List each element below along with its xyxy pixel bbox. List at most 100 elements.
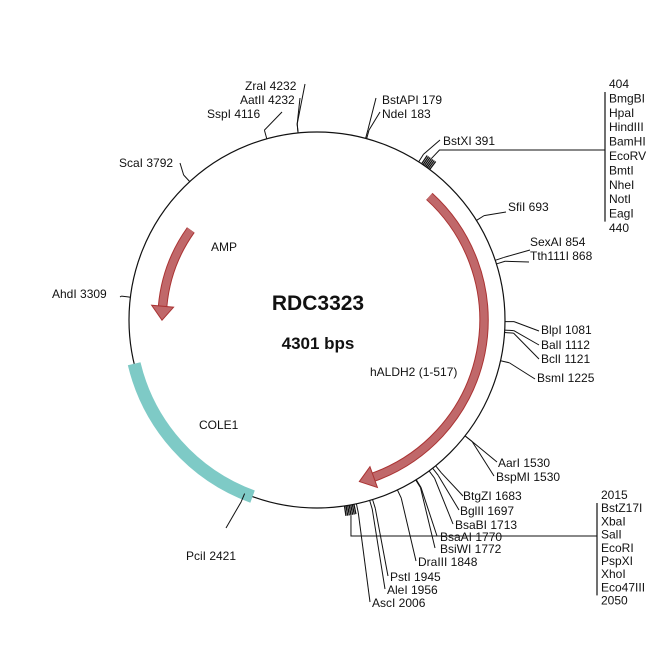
site-leader <box>509 362 536 380</box>
site-leader <box>423 139 441 155</box>
feature-arrow-outline <box>372 192 489 482</box>
cluster-tick <box>422 156 430 166</box>
cluster-enzyme-label: NotI <box>609 192 631 206</box>
site-label: ZraI 4232 <box>245 79 297 93</box>
cluster-enzyme-label: BmtI <box>609 163 634 177</box>
site-label: BsaAI 1770 <box>440 530 502 544</box>
features-layer <box>150 192 489 489</box>
cluster-tick <box>347 505 350 516</box>
cluster-enzyme-label: HpaI <box>609 106 634 120</box>
site-leader <box>119 295 122 298</box>
site-leader <box>513 321 540 332</box>
cluster-tick <box>343 505 347 516</box>
site-leader <box>471 441 498 463</box>
arrowhead-icon <box>150 304 175 321</box>
site-tick <box>372 499 376 509</box>
site-label: SfiI 693 <box>508 200 549 214</box>
site-tick <box>296 123 299 134</box>
cluster-tick <box>426 159 434 168</box>
site-label: BspMI 1530 <box>496 470 560 484</box>
site-label: BstXI 391 <box>443 134 495 148</box>
site-leader <box>357 512 371 603</box>
cluster-enzyme-label: Eco47III <box>601 580 645 594</box>
cluster-tick <box>345 505 349 516</box>
site-label: BstAPI 179 <box>382 93 442 107</box>
site-leader <box>420 487 438 537</box>
cluster-leader <box>350 515 597 537</box>
site-leader <box>483 211 507 217</box>
site-label: PciI 2421 <box>186 549 236 563</box>
cluster-enzyme-label: BmgBI <box>609 91 645 105</box>
cluster-tick <box>427 160 435 169</box>
site-label: SspI 4116 <box>207 107 260 121</box>
site-leader <box>371 509 386 590</box>
cluster-enzyme-label: NheI <box>609 178 634 192</box>
site-leader <box>419 487 436 549</box>
cluster-enzyme-label: XbaI <box>601 514 626 528</box>
cluster-tick <box>353 504 357 515</box>
site-tick <box>366 129 370 139</box>
feature-label-amp: AMP <box>211 240 237 254</box>
site-tick <box>476 215 485 221</box>
site-leader <box>471 441 495 477</box>
site-label: ScaI 3792 <box>119 156 173 170</box>
cluster-end-label: 440 <box>609 221 629 235</box>
site-label: AhdI 3309 <box>52 287 107 301</box>
site-tick <box>418 154 424 163</box>
site-tick <box>365 129 369 139</box>
site-tick <box>495 256 504 261</box>
cluster-tick <box>423 157 431 167</box>
cluster-tick <box>348 505 352 516</box>
cluster-end-label: 2050 <box>601 594 628 608</box>
cluster-start-label: 404 <box>609 77 629 91</box>
cluster-enzyme-label: EcoRV <box>609 149 646 163</box>
cluster-tick <box>350 504 354 515</box>
feature-label-cole1: COLE1 <box>199 418 239 432</box>
site-leader <box>513 332 540 360</box>
feature-arrow-1 <box>372 193 488 481</box>
site-label: AatII 4232 <box>240 93 295 107</box>
site-tick <box>396 489 402 499</box>
feature-band-cole1 <box>127 362 255 503</box>
arrowhead-icon <box>358 465 379 489</box>
site-label: BalI 1112 <box>541 338 590 352</box>
cluster-enzyme-label: EcoRI <box>601 541 634 555</box>
cluster-enzyme-label: XhoI <box>601 567 626 581</box>
backbone-circle <box>128 131 506 509</box>
site-label: BsaBI 1713 <box>455 518 517 532</box>
site-label: BclI 1121 <box>541 352 590 366</box>
site-tick <box>428 470 435 479</box>
site-leader <box>368 111 381 131</box>
site-tick <box>355 503 359 513</box>
site-tick <box>496 260 506 265</box>
cluster-leader <box>431 149 605 159</box>
site-leader <box>440 472 464 497</box>
site-leader <box>503 249 531 258</box>
cluster-enzyme-label: EagI <box>609 207 634 221</box>
site-label: PstI 1945 <box>390 570 441 584</box>
site-label: AarI 1530 <box>498 456 550 470</box>
site-label: BglII 1697 <box>460 504 514 518</box>
cluster-enzyme-label: BamHI <box>609 135 646 149</box>
site-tick <box>504 332 514 334</box>
site-leader <box>179 162 185 176</box>
site-tick <box>240 493 246 503</box>
site-label: Tth111I 868 <box>530 249 593 263</box>
plasmid-length: 4301 bps <box>282 334 355 353</box>
band-layer <box>127 362 255 503</box>
cluster-tick <box>351 504 355 515</box>
site-leader <box>513 330 540 346</box>
site-leader <box>225 501 242 529</box>
site-leader <box>264 111 283 131</box>
site-label: NdeI 183 <box>382 107 431 121</box>
site-label: AleI 1956 <box>387 583 438 597</box>
cluster-tick <box>421 155 428 165</box>
feature-arrow-0 <box>158 227 194 307</box>
cluster-enzyme-label: BstZ17I <box>601 501 642 515</box>
site-leader <box>296 83 306 125</box>
site-leader <box>367 97 377 130</box>
cluster-tick <box>429 161 437 170</box>
site-label: BsiWI 1772 <box>440 542 502 556</box>
